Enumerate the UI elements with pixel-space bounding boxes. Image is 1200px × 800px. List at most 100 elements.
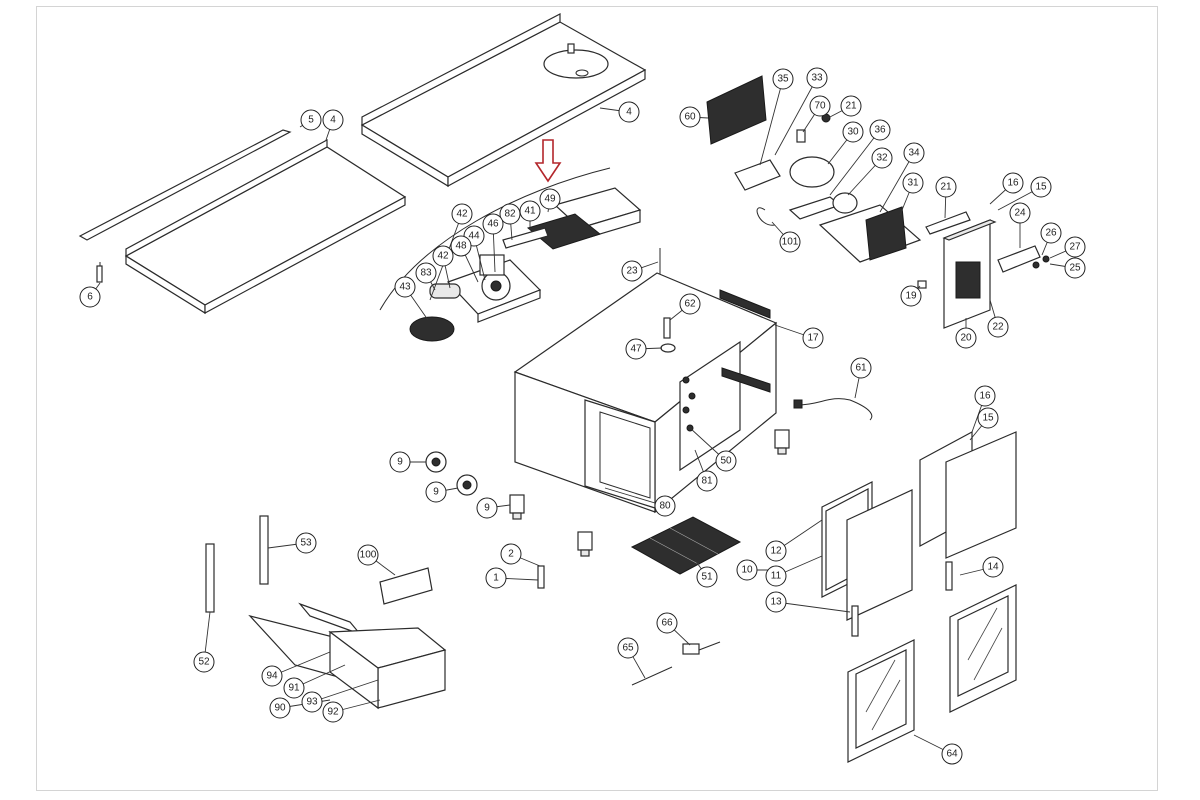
callout-circle xyxy=(941,743,963,765)
callout-number: 82 xyxy=(504,209,516,220)
callout-number: 60 xyxy=(684,112,696,123)
callout-circle xyxy=(193,651,215,673)
callout-circle xyxy=(765,540,787,562)
callout-12: 12 xyxy=(765,540,787,562)
callout-circle xyxy=(1064,257,1086,279)
callout-number: 44 xyxy=(468,231,480,242)
callout-circle xyxy=(618,101,640,123)
callout-number: 4 xyxy=(330,115,336,126)
callout-number: 62 xyxy=(684,299,696,310)
callout-number: 51 xyxy=(701,572,713,583)
condensing-unit xyxy=(706,75,922,263)
callout-10: 10 xyxy=(736,559,758,581)
callout-circle xyxy=(625,338,647,360)
callout-21: 21 xyxy=(840,95,862,117)
callout-number: 43 xyxy=(399,282,411,293)
callout-circle xyxy=(842,121,864,143)
callout-circle xyxy=(779,231,801,253)
callout-5: 5 xyxy=(300,109,322,131)
callout-circle xyxy=(715,450,737,472)
callout-circle xyxy=(389,451,411,473)
callout-number: 27 xyxy=(1069,242,1081,253)
callout-number: 48 xyxy=(455,241,467,252)
callout-41: 41 xyxy=(519,200,541,222)
callout-43: 43 xyxy=(394,276,416,298)
callout-number: 22 xyxy=(992,322,1004,333)
callout-circle xyxy=(679,106,701,128)
callout-circle xyxy=(500,543,522,565)
callout-number: 24 xyxy=(1014,208,1026,219)
callout-number: 16 xyxy=(1007,178,1019,189)
callout-46: 46 xyxy=(482,213,504,235)
callout-23: 23 xyxy=(621,260,643,282)
callout-circle xyxy=(902,172,924,194)
callout-49: 49 xyxy=(539,188,561,210)
callout-number: 34 xyxy=(908,148,920,159)
callout-number: 2 xyxy=(508,549,514,560)
callout-number: 9 xyxy=(484,503,490,514)
callout-number: 66 xyxy=(661,618,673,629)
callout-number: 100 xyxy=(360,550,377,561)
callout-9: 9 xyxy=(476,497,498,519)
castors-and-feet xyxy=(425,429,790,589)
callout-number: 31 xyxy=(907,178,919,189)
callout-circle xyxy=(974,385,996,407)
callout-circle xyxy=(450,235,472,257)
callout-number: 93 xyxy=(306,697,318,708)
callout-22: 22 xyxy=(987,316,1009,338)
callout-circle xyxy=(1040,222,1062,244)
down-arrow-icon xyxy=(534,139,562,183)
callout-16: 16 xyxy=(1002,172,1024,194)
callout-number: 91 xyxy=(288,683,300,694)
worktop-left xyxy=(78,129,407,315)
callout-83: 83 xyxy=(415,262,437,284)
callout-48: 48 xyxy=(450,235,472,257)
callout-circle xyxy=(539,188,561,210)
callout-number: 83 xyxy=(420,268,432,279)
callout-number: 94 xyxy=(266,671,278,682)
callout-number: 36 xyxy=(874,125,886,136)
callout-47: 47 xyxy=(625,338,647,360)
callout-14: 14 xyxy=(982,556,1004,578)
callout-circle xyxy=(322,109,344,131)
callout-circle xyxy=(415,262,437,284)
callout-number: 30 xyxy=(847,127,859,138)
callout-circle xyxy=(765,591,787,613)
callout-60: 60 xyxy=(679,106,701,128)
callout-number: 10 xyxy=(741,565,753,576)
callout-number: 80 xyxy=(659,501,671,512)
callout-66: 66 xyxy=(656,612,678,634)
callout-15: 15 xyxy=(977,407,999,429)
worktop-sink xyxy=(360,13,647,188)
callout-circle xyxy=(871,147,893,169)
callout-24: 24 xyxy=(1009,202,1031,224)
callout-15: 15 xyxy=(1030,176,1052,198)
callout-number: 47 xyxy=(630,344,642,355)
callout-number: 92 xyxy=(327,707,339,718)
callout-4: 4 xyxy=(618,101,640,123)
callout-circle xyxy=(301,691,323,713)
callout-9: 9 xyxy=(389,451,411,473)
callout-circle xyxy=(696,566,718,588)
leader-line-93 xyxy=(311,679,379,703)
wire-shelf xyxy=(630,516,742,575)
callout-circle xyxy=(425,481,447,503)
callout-circle xyxy=(394,276,416,298)
callout-9: 9 xyxy=(425,481,447,503)
callout-number: 5 xyxy=(308,115,314,126)
leader-line-36 xyxy=(829,129,881,196)
callout-circle xyxy=(809,95,831,117)
callout-circle xyxy=(772,68,794,90)
small-parts xyxy=(631,641,721,686)
callout-100: 100 xyxy=(357,544,379,566)
callout-64: 64 xyxy=(941,743,963,765)
callout-number: 13 xyxy=(770,597,782,608)
callout-circle xyxy=(482,213,504,235)
callout-number: 50 xyxy=(720,456,732,467)
callout-circle xyxy=(903,142,925,164)
callout-number: 14 xyxy=(987,562,999,573)
callout-80: 80 xyxy=(654,495,676,517)
callout-62: 62 xyxy=(679,293,701,315)
